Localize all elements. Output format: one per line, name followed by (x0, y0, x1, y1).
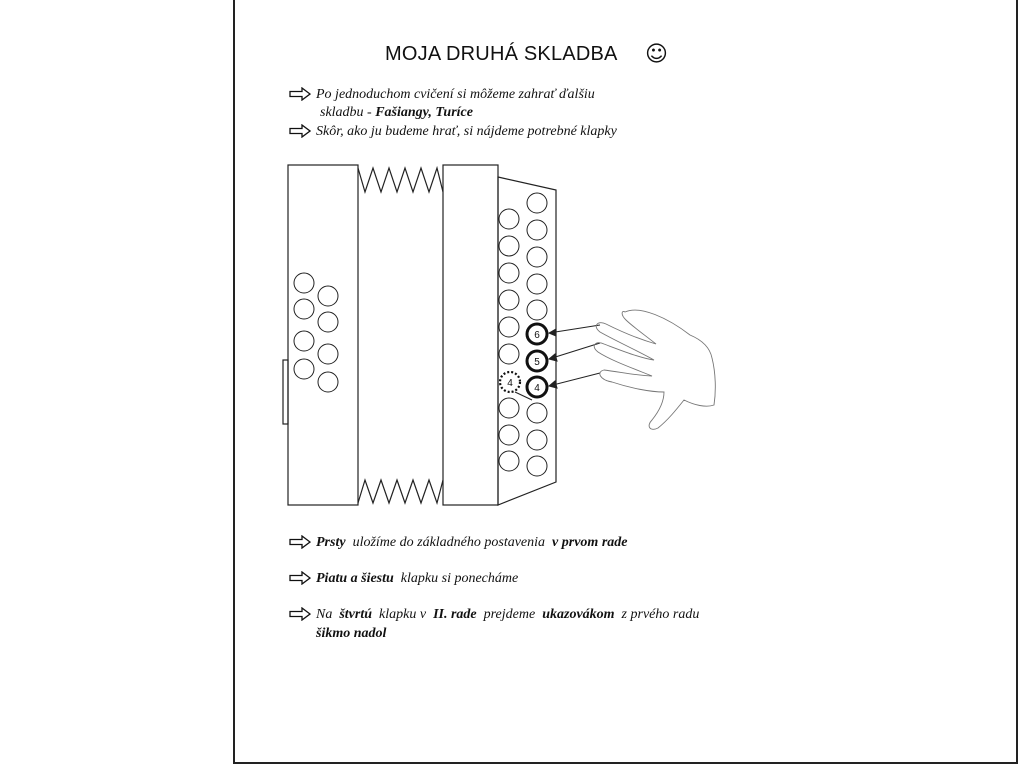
arrow-right-icon (289, 535, 311, 549)
bass-buttons (293, 272, 339, 393)
treble-buttons-row-2 (498, 208, 520, 472)
step-1-bold-2: v prvom rade (552, 535, 628, 550)
treble-button (498, 450, 520, 472)
intro-line-3: Skôr, ako ju budeme hrať, si nájdeme pot… (316, 124, 617, 139)
bass-button (317, 371, 339, 393)
finger-4-row-2-button (498, 370, 522, 394)
treble-button (498, 424, 520, 446)
arrow-right-icon (289, 124, 311, 138)
document-page (233, 0, 1018, 764)
treble-button (526, 246, 548, 268)
bass-button (293, 330, 315, 352)
step-1-text: uložíme do základného postavenia (345, 535, 553, 550)
finger-4-button (525, 375, 549, 399)
arrow-right-icon (289, 607, 311, 621)
bellows-top (357, 165, 444, 195)
treble-button (498, 208, 520, 230)
step-3: Na štvrtú klapku v II. rade prejdeme uka… (316, 606, 699, 623)
step-3-continuation: šikmo nadol (316, 625, 386, 642)
treble-button (498, 397, 520, 419)
treble-button (526, 219, 548, 241)
pointer-line (548, 324, 601, 334)
arrow-right-icon (289, 87, 311, 101)
accordion-right-body (442, 164, 499, 506)
intro-line-2: skladbu - Fašiangy, Turíce (320, 104, 473, 121)
pointer-arrowhead (547, 353, 558, 362)
step-3-text-1: klapku v (372, 607, 434, 622)
bass-button (293, 358, 315, 380)
intro-line-2-text: skladbu - (320, 105, 376, 120)
step-1: Prsty uložíme do základného postavenia v… (316, 534, 627, 551)
song-name: Fašiangy, Turíce (375, 105, 473, 120)
bellows-bottom (357, 478, 444, 506)
bass-button (317, 285, 339, 307)
bass-button (317, 311, 339, 333)
pointer-arrowhead (547, 328, 557, 337)
step-3-bold-4: šikmo nadol (316, 626, 387, 641)
page-title: MOJA DRUHÁ SKLADBA (385, 43, 618, 65)
treble-buttons-row-1 (526, 192, 548, 477)
button-label-4-row-2: 4 (507, 378, 513, 389)
treble-button (526, 192, 548, 214)
bass-button (293, 272, 315, 294)
step-2-text: klapku si ponecháme (393, 571, 519, 586)
accordion-keyboard (497, 176, 557, 506)
accordion-strap (282, 359, 289, 425)
accordion-left-body (287, 164, 359, 506)
step-3-text-3: z prvého radu (614, 607, 700, 622)
step-3-bold-3: ukazovákom (542, 607, 615, 622)
pointer-line (514, 391, 533, 401)
pointer-line (548, 342, 601, 360)
step-2: Piatu a šiestu klapku si ponecháme (316, 570, 518, 587)
pointer-arrowhead (547, 380, 558, 389)
treble-button (498, 343, 520, 365)
step-2-bold: Piatu a šiestu (316, 571, 394, 586)
step-3-bold-1: štvrtú (339, 607, 373, 622)
step-3-text-0: Na (316, 607, 340, 622)
treble-button (526, 429, 548, 451)
treble-button (498, 316, 520, 338)
treble-button (526, 273, 548, 295)
finger-5-button (525, 349, 549, 373)
bass-button (293, 298, 315, 320)
treble-button (498, 235, 520, 257)
pointer-line (548, 372, 601, 387)
step-3-text-2: prejdeme (476, 607, 543, 622)
step-3-bold-2: II. rade (433, 607, 477, 622)
treble-button (526, 402, 548, 424)
treble-button (526, 455, 548, 477)
intro-line-1: Po jednoduchom cvičení si môžeme zahrať … (316, 87, 595, 102)
treble-button (498, 262, 520, 284)
treble-button (498, 289, 520, 311)
treble-button (526, 299, 548, 321)
finger-6-button (525, 322, 549, 346)
hand-icon (593, 309, 716, 430)
step-1-bold: Prsty (316, 535, 346, 550)
button-label-5: 5 (534, 357, 540, 368)
button-label-6: 6 (534, 330, 540, 341)
button-label-4: 4 (534, 383, 540, 394)
bass-button (317, 343, 339, 365)
smiley-icon: ☺ (645, 42, 668, 67)
arrow-right-icon (289, 571, 311, 585)
